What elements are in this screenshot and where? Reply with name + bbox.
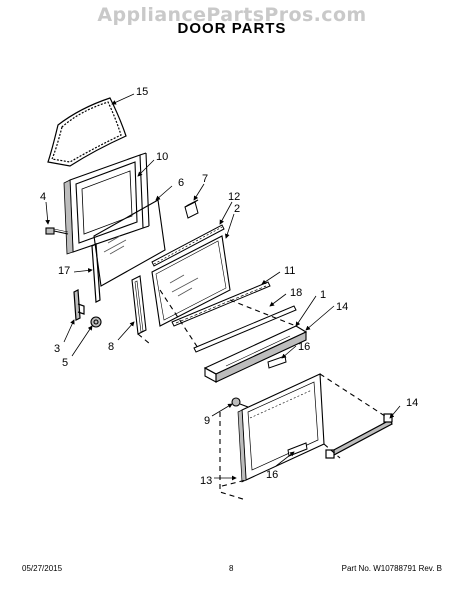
callout-5: 5 [62,357,68,369]
assembly-dashed-lines [137,289,389,501]
part-5-hinge-receptacle [90,316,102,328]
part-2-outer-glass [151,235,231,327]
callout-17: 17 [58,265,70,277]
callout-7: 7 [202,173,208,185]
callout-14-upper: 14 [336,301,348,313]
part-1-door-top-cap [203,325,308,383]
callout-2: 2 [234,203,240,215]
callout-18: 18 [290,287,302,299]
part-14-door-handle [325,413,393,459]
callout-11: 11 [284,265,295,277]
callout-13: 13 [200,475,212,487]
part-15-door-gasket [47,97,127,167]
callout-4: 4 [40,191,46,203]
part-18-upper-trim [193,305,297,353]
part-9-door-screw [231,397,249,408]
part-16-upper-label [267,355,287,369]
callout-16-lower: 16 [266,469,278,481]
part-7-bracket [184,199,199,219]
watermark-text: AppliancePartsPros.com [97,4,367,26]
part-10-door-inner-frame [63,152,150,255]
callout-8: 8 [108,341,114,353]
callout-15: 15 [136,86,148,98]
callout-1: 1 [320,289,326,301]
part-11-lower-spacer [171,281,271,327]
part-17-side-strip [91,243,101,303]
footer-part-number: Part No. W10788791 Rev. B [341,564,442,573]
page-title: DOOR PARTS [177,20,287,37]
footer-page-number: 8 [229,564,234,573]
leader-lines [45,93,401,481]
callout-12: 12 [228,191,240,203]
footer-date: 05/27/2015 [22,564,63,573]
callout-6: 6 [178,177,184,189]
part-8-side-channel [131,275,147,335]
part-3-hinge [73,289,85,321]
callout-9: 9 [204,415,210,427]
callout-16-upper: 16 [298,341,310,353]
callout-10: 10 [156,151,168,163]
callout-labels: 15 10 4 6 7 12 2 17 11 18 1 14 3 5 8 16 … [40,86,418,487]
part-12-spacer-strip [151,224,225,267]
part-13-outer-door-panel [237,373,325,483]
callout-3: 3 [54,343,60,355]
part-4-screw [45,227,69,235]
part-6-inner-glass [93,199,166,287]
callout-14-lower: 14 [406,397,418,409]
